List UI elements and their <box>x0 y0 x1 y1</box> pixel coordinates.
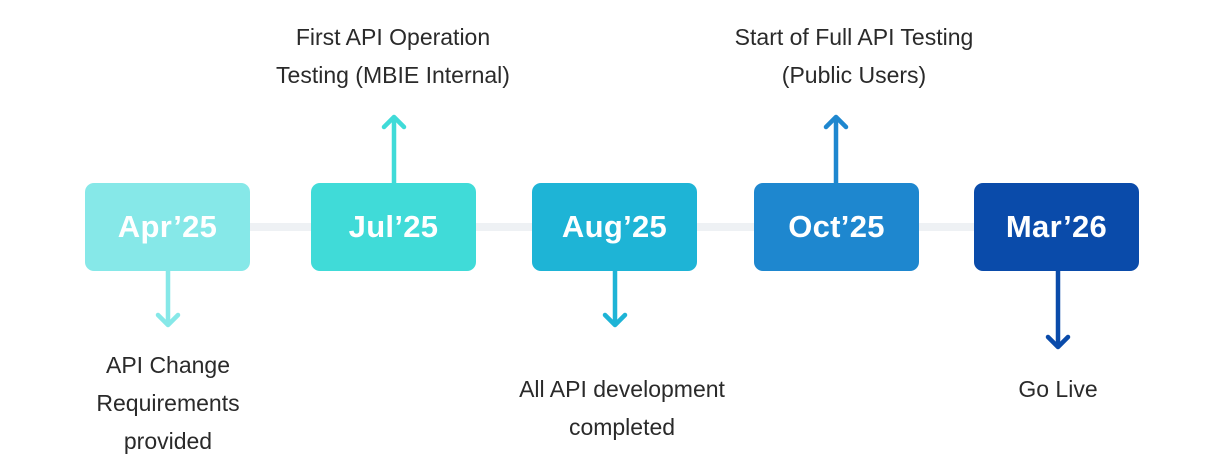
milestone-caption: Start of Full API Testing (Public Users) <box>734 24 974 88</box>
milestone-caption: All API development completed <box>519 376 725 440</box>
arrow-up-icon <box>823 114 849 186</box>
milestone-label: Mar’26 <box>1005 209 1108 244</box>
arrow-down-icon <box>602 268 628 328</box>
arrow-down-icon <box>155 268 181 328</box>
milestone-caption: API Change Requirements provided <box>96 352 240 454</box>
milestone-box-aug25: Aug’25 <box>532 183 697 271</box>
arrow-down-icon <box>1045 268 1071 350</box>
milestone-caption: First API Operation Testing (MBIE Intern… <box>276 24 510 88</box>
milestone-label: Apr’25 <box>117 209 218 244</box>
arrow-up-icon <box>381 114 407 186</box>
milestone-caption: Go Live <box>1018 376 1098 402</box>
milestone-box-apr25: Apr’25 <box>85 183 250 271</box>
milestone-box-mar26: Mar’26 <box>974 183 1139 271</box>
milestone-box-oct25: Oct’25 <box>754 183 919 271</box>
milestone-label: Jul’25 <box>348 209 439 244</box>
milestone-box-jul25: Jul’25 <box>311 183 476 271</box>
milestone-label: Aug’25 <box>561 209 668 244</box>
milestone-label: Oct’25 <box>788 209 885 244</box>
